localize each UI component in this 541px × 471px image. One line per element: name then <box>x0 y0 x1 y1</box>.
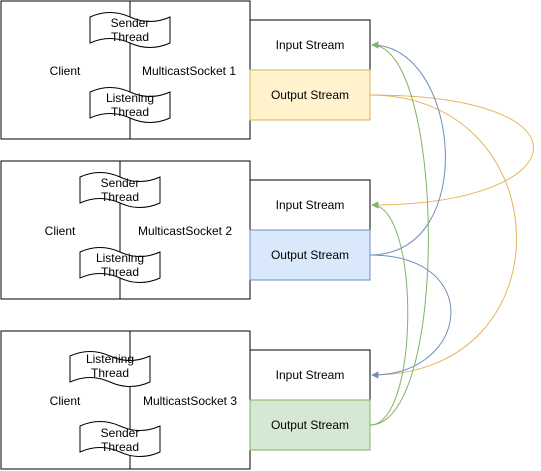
thread-tape-shape <box>79 421 161 457</box>
connector-out2-in1 <box>369 41 446 256</box>
connector-out1-in2 <box>369 94 534 209</box>
thread-label-line2: Thread <box>111 105 149 119</box>
thread-label-line1: Listening <box>86 352 134 366</box>
connectors <box>369 41 534 426</box>
socket-label-1: MulticastSocket 1 <box>142 64 236 78</box>
connector-out1-in3 <box>369 94 517 379</box>
thread-label-line1: Sender <box>101 176 140 190</box>
thread-tape-shape <box>79 172 161 208</box>
thread-tape-shape <box>89 87 171 123</box>
input-stream-box-3 <box>249 349 371 401</box>
input-stream-label-3: Input Stream <box>276 368 345 382</box>
client-group-3: Client MulticastSocket 3 Listening Threa… <box>0 330 371 470</box>
top-thread-1: Sender Thread <box>89 12 171 48</box>
thread-tape-shape <box>89 12 171 48</box>
output-stream-label-1: Output Stream <box>271 88 349 102</box>
connector-out3-in2 <box>369 201 409 426</box>
thread-label-line2: Thread <box>91 366 129 380</box>
thread-tape-shape <box>79 247 161 283</box>
socket-label-3: MulticastSocket 3 <box>143 394 237 408</box>
output-stream-box-1 <box>249 69 371 121</box>
client-label-1: Client <box>50 64 81 78</box>
thread-label-line1: Sender <box>101 426 140 440</box>
top-thread-3: Listening Thread <box>69 351 151 387</box>
thread-label-line1: Listening <box>106 91 154 105</box>
thread-tape-shape <box>69 351 151 387</box>
connector-out2-in3 <box>369 254 452 379</box>
connector-out3-in1 <box>369 41 429 426</box>
client-group-1: Client MulticastSocket 1 Sender Thread L… <box>0 0 371 140</box>
output-stream-label-3: Output Stream <box>271 418 349 432</box>
input-stream-label-1: Input Stream <box>276 38 345 52</box>
thread-label-line1: Listening <box>96 251 144 265</box>
input-stream-label-2: Input Stream <box>276 198 345 212</box>
bottom-thread-3: Sender Thread <box>79 421 161 457</box>
client-label-3: Client <box>50 394 81 408</box>
thread-label-line2: Thread <box>101 265 139 279</box>
thread-label-line2: Thread <box>101 440 139 454</box>
top-thread-2: Sender Thread <box>79 172 161 208</box>
bottom-thread-2: Listening Thread <box>79 247 161 283</box>
output-stream-box-2 <box>249 229 371 281</box>
output-stream-box-3 <box>249 399 371 451</box>
thread-label-line2: Thread <box>101 190 139 204</box>
client-label-2: Client <box>45 224 76 238</box>
socket-label-2: MulticastSocket 2 <box>138 224 232 238</box>
client-group-2: Client MulticastSocket 2 Sender Thread L… <box>0 160 371 300</box>
thread-label-line2: Thread <box>111 30 149 44</box>
thread-label-line1: Sender <box>111 16 150 30</box>
output-stream-label-2: Output Stream <box>271 248 349 262</box>
bottom-thread-1: Listening Thread <box>89 87 171 123</box>
